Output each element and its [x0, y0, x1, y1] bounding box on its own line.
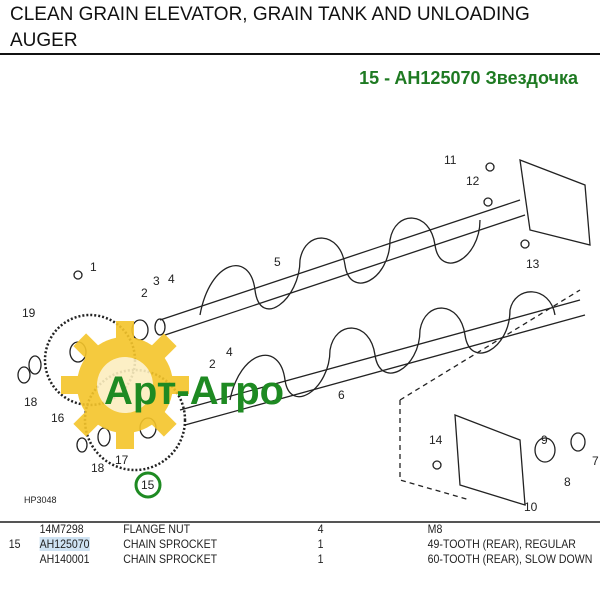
upper-plate — [519, 158, 591, 246]
part-number-cell-highlighted[interactable]: AH125070 — [39, 537, 90, 551]
remarks-cell: M8 — [427, 522, 443, 536]
callout: 3 — [153, 274, 160, 288]
part-number-cell[interactable]: 14M7298 — [39, 522, 84, 536]
dashed-frame — [399, 289, 581, 501]
ref-cell: 15 — [8, 537, 21, 551]
qty-cell: 1 — [317, 552, 324, 566]
callout: 2 — [209, 357, 216, 371]
page-title: CLEAN GRAIN ELEVATOR, GRAIN TANK AND UNL… — [10, 4, 530, 51]
callout: 14 — [429, 433, 443, 447]
remarks-cell: 49-TOOTH (REAR), REGULAR — [427, 537, 576, 551]
callout: 4 — [226, 345, 233, 359]
callout: 11 — [444, 153, 457, 167]
callout: 1 — [90, 260, 97, 274]
table-top-rule — [0, 521, 600, 523]
callout: 18 — [91, 461, 105, 475]
callout: 7 — [592, 454, 599, 468]
callout: 5 — [274, 255, 281, 269]
callout: 4 — [168, 272, 175, 286]
remarks-cell: 60-TOOTH (REAR), SLOW DOWN — [427, 552, 593, 566]
callout: 2 — [141, 286, 148, 300]
gear-icon — [61, 321, 189, 449]
callout: 19 — [22, 306, 36, 320]
upper-auger — [154, 199, 526, 336]
part-number-cell[interactable]: AH140001 — [39, 552, 90, 566]
description-cell: CHAIN SPROCKET — [123, 537, 218, 551]
lower-plate — [454, 414, 526, 506]
qty-cell: 1 — [317, 537, 324, 551]
callout: 17 — [115, 453, 129, 467]
table-row[interactable]: AH140001 CHAIN SPROCKET 1 60-TOOTH (REAR… — [0, 552, 593, 567]
watermark-text: Арт-Агро — [104, 369, 284, 413]
callout-labels: 11 12 13 1 2 3 4 5 19 2 4 18 16 6 14 18 … — [22, 153, 599, 514]
title-divider — [0, 53, 600, 55]
table-row[interactable]: 14M7298 FLANGE NUT 4 M8 — [0, 522, 528, 537]
description-cell: CHAIN SPROCKET — [123, 552, 218, 566]
callout: 16 — [51, 411, 65, 425]
parts-diagram — [17, 158, 591, 506]
table-row-selected[interactable]: 15 AH125070 CHAIN SPROCKET 1 49-TOOTH (R… — [0, 537, 576, 552]
callout: 10 — [524, 500, 538, 514]
watermark-logo: Арт-Агро — [61, 321, 284, 449]
qty-cell: 4 — [317, 522, 324, 536]
lower-auger — [179, 291, 586, 426]
part-subtitle: 15 - AH125070 Звездочка — [359, 68, 578, 88]
callout: 9 — [541, 433, 548, 447]
callout: 8 — [564, 475, 571, 489]
highlight-circle — [134, 471, 162, 499]
callout: 12 — [466, 174, 480, 188]
description-cell: FLANGE NUT — [123, 522, 191, 536]
callout: 18 — [24, 395, 38, 409]
callout: 13 — [526, 257, 540, 271]
callout-15-highlighted: 15 — [141, 478, 155, 492]
figure-id: HP3048 — [24, 495, 57, 505]
callout: 6 — [338, 388, 345, 402]
